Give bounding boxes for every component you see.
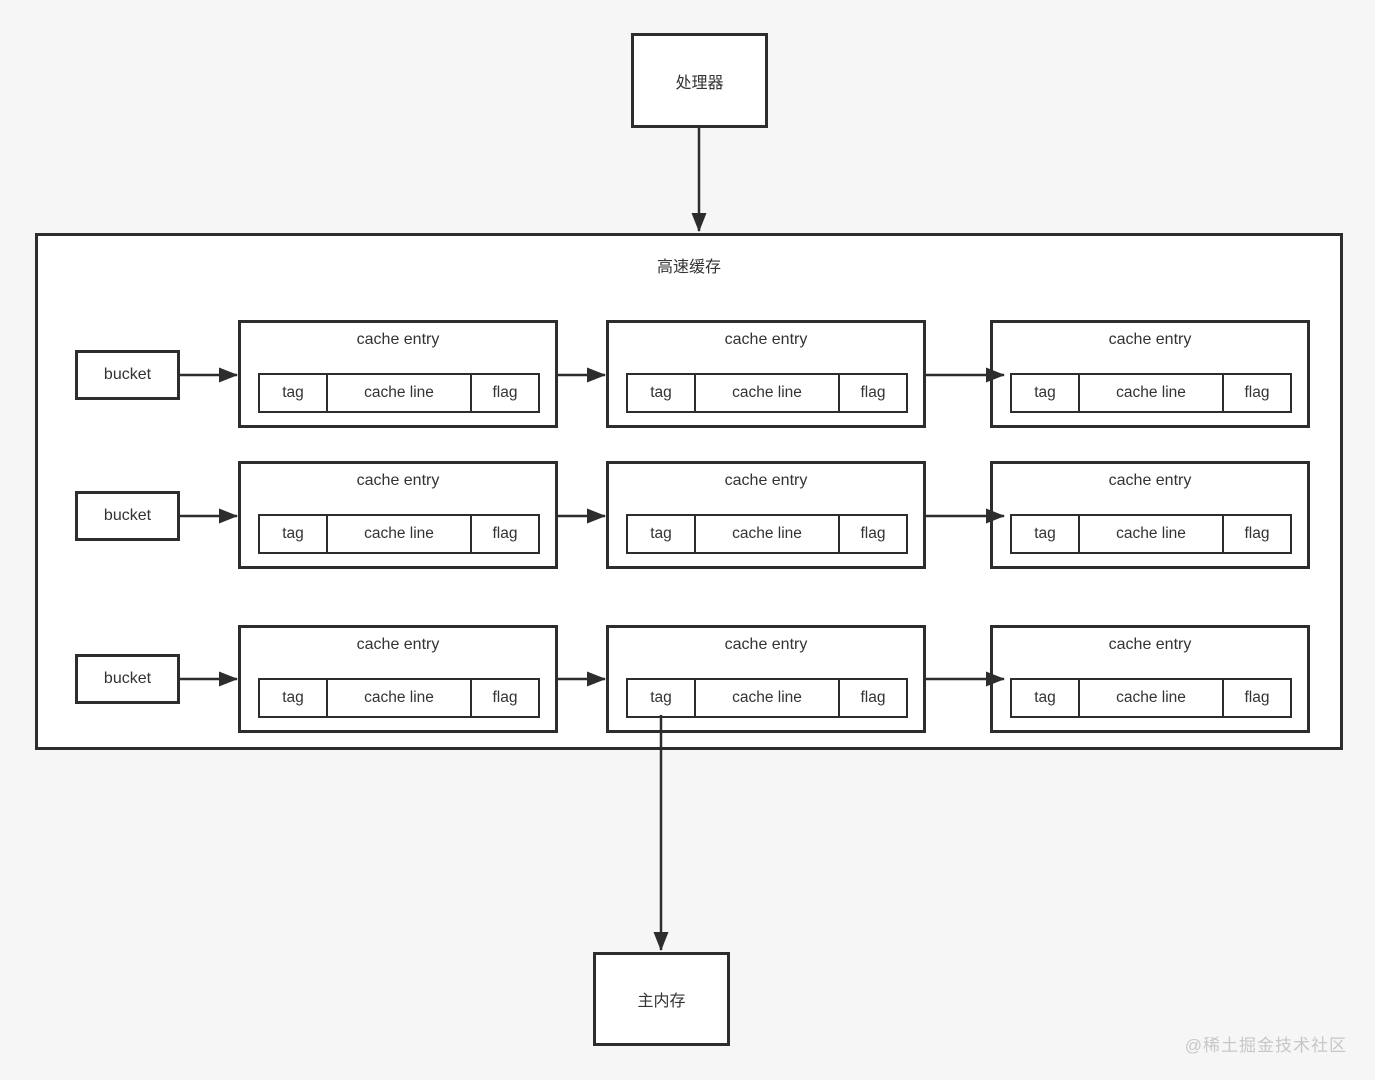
processor-box: 处理器 xyxy=(631,33,768,128)
cache-entry-row3-col1: cache entry tag cache line flag xyxy=(238,625,558,733)
cache-entry-row1-col2: cache entry tag cache line flag xyxy=(606,320,926,428)
tag-cell: tag xyxy=(650,689,672,706)
tag-cell: tag xyxy=(1034,689,1056,706)
cache-entry-fields: tag cache line flag xyxy=(626,373,908,413)
cache-entry-title: cache entry xyxy=(724,472,808,489)
cache-line-cell: cache line xyxy=(326,516,472,552)
bucket-label: bucket xyxy=(103,507,152,524)
bucket-box-row1: bucket xyxy=(75,350,180,400)
processor-label: 处理器 xyxy=(675,74,724,92)
cache-line-cell: cache line xyxy=(326,375,472,411)
cache-entry-row2-col2: cache entry tag cache line flag xyxy=(606,461,926,569)
flag-cell: flag xyxy=(860,384,886,401)
cache-entry-row3-col3: cache entry tag cache line flag xyxy=(990,625,1310,733)
cache-entry-fields: tag cache line flag xyxy=(258,678,540,718)
cache-entry-title: cache entry xyxy=(724,636,808,653)
bucket-box-row3: bucket xyxy=(75,654,180,704)
bucket-label: bucket xyxy=(103,366,152,383)
cache-entry-row3-col2: cache entry tag cache line flag xyxy=(606,625,926,733)
tag-cell: tag xyxy=(1034,525,1056,542)
cache-entry-row1-col3: cache entry tag cache line flag xyxy=(990,320,1310,428)
cache-line-cell: cache line xyxy=(326,680,472,716)
cache-entry-fields: tag cache line flag xyxy=(1010,373,1292,413)
cache-line-cell: cache line xyxy=(1078,375,1224,411)
cache-entry-title: cache entry xyxy=(1108,331,1192,348)
cache-entry-fields: tag cache line flag xyxy=(1010,514,1292,554)
tag-cell: tag xyxy=(282,384,304,401)
flag-cell: flag xyxy=(860,689,886,706)
flag-cell: flag xyxy=(860,525,886,542)
watermark-text: @稀土掘金技术社区 xyxy=(1184,1036,1347,1055)
cache-entry-row2-col3: cache entry tag cache line flag xyxy=(990,461,1310,569)
tag-cell: tag xyxy=(282,689,304,706)
cache-entry-title: cache entry xyxy=(1108,472,1192,489)
cache-line-cell: cache line xyxy=(694,516,840,552)
cache-entry-title: cache entry xyxy=(1108,636,1192,653)
flag-cell: flag xyxy=(492,384,518,401)
cache-line-cell: cache line xyxy=(694,375,840,411)
bucket-label: bucket xyxy=(103,670,152,687)
cache-line-cell: cache line xyxy=(694,680,840,716)
cache-entry-title: cache entry xyxy=(356,636,440,653)
tag-cell: tag xyxy=(650,384,672,401)
cache-entry-title: cache entry xyxy=(356,472,440,489)
flag-cell: flag xyxy=(1244,384,1270,401)
cache-entry-fields: tag cache line flag xyxy=(626,678,908,718)
cache-entry-row1-col1: cache entry tag cache line flag xyxy=(238,320,558,428)
tag-cell: tag xyxy=(282,525,304,542)
bucket-box-row2: bucket xyxy=(75,491,180,541)
tag-cell: tag xyxy=(650,525,672,542)
flag-cell: flag xyxy=(1244,689,1270,706)
cache-entry-fields: tag cache line flag xyxy=(1010,678,1292,718)
cache-entry-fields: tag cache line flag xyxy=(258,373,540,413)
cache-entry-fields: tag cache line flag xyxy=(258,514,540,554)
main-memory-box: 主内存 xyxy=(593,952,730,1046)
flag-cell: flag xyxy=(492,689,518,706)
flag-cell: flag xyxy=(1244,525,1270,542)
main-memory-label: 主内存 xyxy=(637,993,686,1010)
cache-title: 高速缓存 xyxy=(656,259,721,276)
cache-entry-title: cache entry xyxy=(356,331,440,348)
cache-entry-row2-col1: cache entry tag cache line flag xyxy=(238,461,558,569)
flag-cell: flag xyxy=(492,525,518,542)
cache-entry-title: cache entry xyxy=(724,331,808,348)
tag-cell: tag xyxy=(1034,384,1056,401)
cache-line-cell: cache line xyxy=(1078,680,1224,716)
cache-line-cell: cache line xyxy=(1078,516,1224,552)
cache-entry-fields: tag cache line flag xyxy=(626,514,908,554)
